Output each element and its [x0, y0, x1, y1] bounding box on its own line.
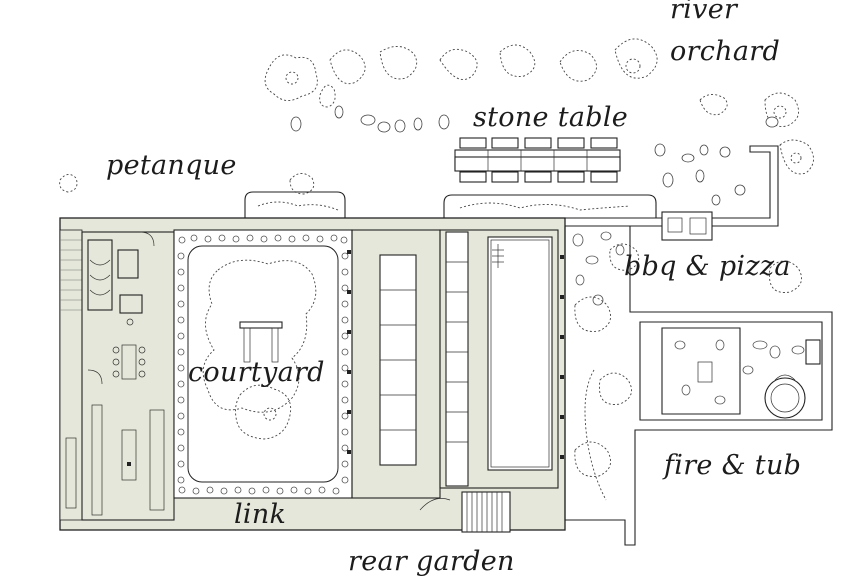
label-river: river: [670, 0, 738, 25]
label-courtyard: courtyard: [188, 357, 325, 388]
orchard-stones: [290, 105, 779, 206]
orchard-trees: [59, 38, 814, 195]
label-petanque: petanque: [106, 150, 237, 181]
label-rear-garden: rear garden: [348, 546, 515, 577]
boundary-walls: [244, 145, 779, 227]
main-building: [59, 217, 566, 533]
label-stone-table: stone table: [473, 102, 629, 133]
label-bbq-pizza: bbq & pizza: [624, 251, 791, 282]
site-plan: [59, 38, 833, 546]
label-orchard: orchard: [670, 36, 781, 67]
label-fire-tub: fire & tub: [664, 450, 802, 481]
stone-table: [454, 137, 621, 183]
label-link: link: [234, 499, 287, 530]
outdoor-rooms: [564, 211, 833, 546]
